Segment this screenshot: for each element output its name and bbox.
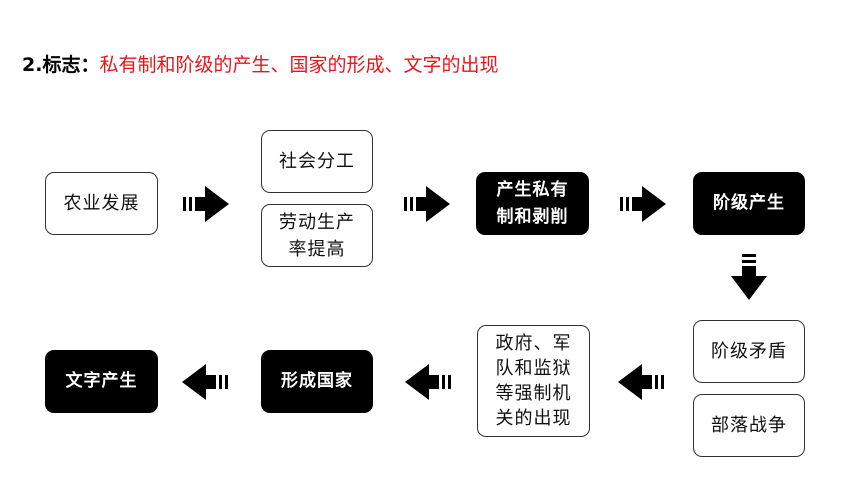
arrow-left-icon [405, 364, 451, 400]
node-writing-label: 文字产生 [65, 371, 138, 391]
node-tribal-war-label: 部落战争 [711, 415, 787, 436]
arrow-right-icon [620, 186, 666, 222]
node-state-organs: 政府、军 队和监狱 等强制机 关的出现 [477, 325, 590, 437]
node-classes-label: 阶级产生 [713, 193, 785, 213]
arrow-left-icon [618, 364, 664, 400]
node-productivity-line2: 率提高 [288, 238, 346, 260]
node-class-conflict-label: 阶级矛盾 [711, 341, 787, 362]
node-tribal-war: 部落战争 [693, 394, 805, 457]
node-productivity: 劳动生产 率提高 [261, 204, 373, 267]
node-state-organs-line4: 关的出现 [495, 408, 572, 429]
node-private-ownership-line2: 制和剥削 [496, 206, 569, 227]
node-writing: 文字产生 [45, 350, 158, 413]
title-prefix: 2.标志： [22, 54, 100, 76]
arrow-down-icon [731, 254, 767, 300]
node-classes: 阶级产生 [693, 172, 805, 235]
node-state-formation: 形成国家 [261, 350, 373, 413]
node-agriculture-label: 农业发展 [63, 193, 140, 214]
title-emphasis: 私有制和阶级的产生、国家的形成、文字的出现 [99, 54, 499, 76]
page-title: 2.标志：私有制和阶级的产生、国家的形成、文字的出现 [22, 50, 498, 77]
node-state-organs-line3: 等强制机 [495, 383, 572, 404]
arrow-left-icon [182, 364, 228, 400]
node-agriculture: 农业发展 [45, 172, 158, 235]
node-productivity-line1: 劳动生产 [279, 211, 355, 233]
arrow-right-icon [183, 186, 229, 222]
node-private-ownership-line1: 产生私有 [496, 179, 569, 200]
node-state-formation-label: 形成国家 [281, 371, 353, 391]
node-state-organs-line1: 政府、军 [495, 333, 572, 354]
node-private-ownership: 产生私有 制和剥削 [476, 172, 589, 235]
node-state-organs-line2: 队和监狱 [495, 358, 572, 379]
node-division-of-labor: 社会分工 [261, 130, 373, 193]
node-division-of-labor-label: 社会分工 [279, 151, 355, 172]
arrow-right-icon [404, 186, 450, 222]
node-class-conflict: 阶级矛盾 [693, 320, 805, 383]
